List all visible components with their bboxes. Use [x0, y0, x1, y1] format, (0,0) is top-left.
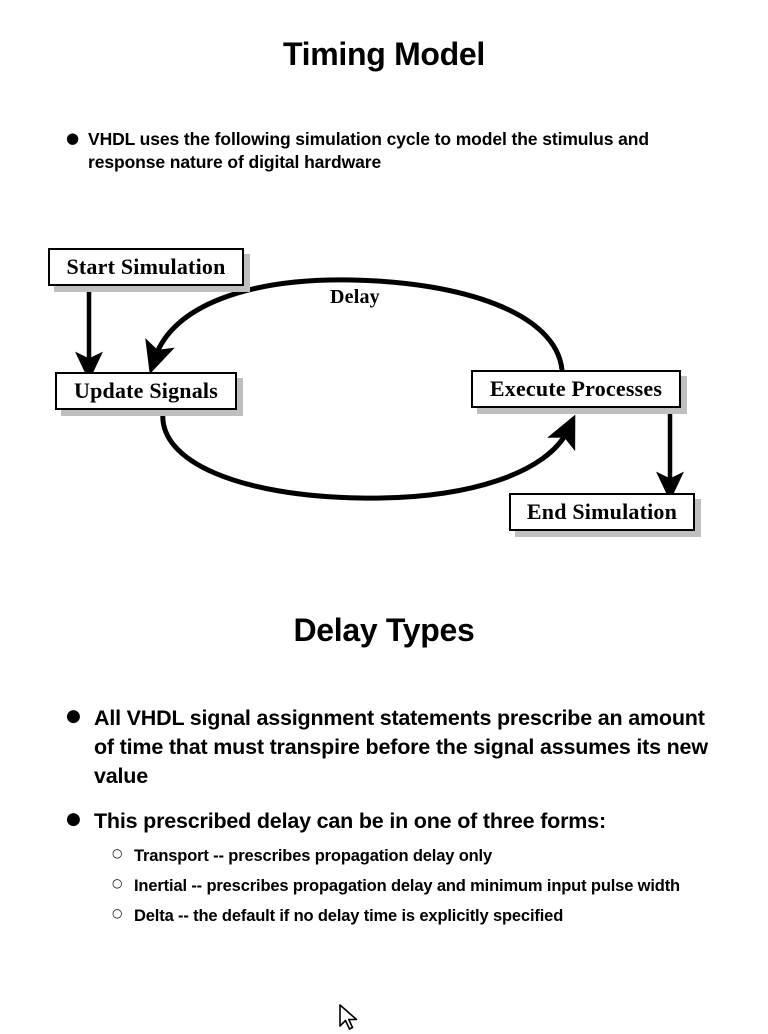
bullet-text: All VHDL signal assignment statements pr…	[94, 706, 708, 788]
diagram-node-start-simulation: Start Simulation	[48, 248, 244, 286]
page-title-timing-model: Timing Model	[282, 36, 486, 72]
arc-update-to-execute	[160, 409, 576, 501]
diagram-edge-label-delay: Delay	[330, 286, 380, 308]
filled-disc-bullet-icon: ●	[66, 809, 81, 829]
filled-disc-bullet-icon: ●	[66, 129, 80, 147]
sub-bullet-text: Transport -- prescribes propagation dela…	[134, 847, 493, 865]
diagram-node-label: Start Simulation	[66, 254, 226, 279]
sub-bullet-text: Delta -- the default if no delay time is…	[134, 907, 564, 925]
hollow-circle-bullet-icon: ○	[112, 906, 123, 920]
list-item: ● This prescribed delay can be in one of…	[62, 807, 722, 927]
diagram-node-label: Execute Processes	[489, 376, 663, 401]
page-title-delay-types: Delay Types	[293, 612, 475, 648]
diagram-node-end-simulation: End Simulation	[509, 493, 695, 531]
filled-disc-bullet-icon: ●	[66, 706, 81, 726]
list-item: ○ Delta -- the default if no delay time …	[94, 906, 722, 927]
bullet-list-delay-types: ● All VHDL signal assignment statements …	[62, 704, 722, 943]
diagram-node-update-signals: Update Signals	[55, 372, 237, 410]
sub-bullet-list: ○ Transport -- prescribes propagation de…	[94, 846, 722, 927]
diagram-node-label: Update Signals	[73, 378, 218, 403]
bullet-list-intro: ● VHDL uses the following simulation cyc…	[62, 128, 712, 174]
simulation-cycle-diagram: Start Simulation Update Signals Execute …	[0, 230, 768, 560]
diagram-connectors	[75, 277, 684, 502]
list-item: ● All VHDL signal assignment statements …	[62, 704, 722, 791]
arrow-pointer-cursor-icon	[339, 1004, 358, 1030]
arc-delay-execute-to-update	[145, 277, 565, 375]
bullet-text: VHDL uses the following simulation cycle…	[88, 129, 649, 172]
diagram-node-execute-processes: Execute Processes	[471, 370, 681, 408]
hollow-circle-bullet-icon: ○	[112, 846, 123, 860]
list-item: ○ Transport -- prescribes propagation de…	[94, 846, 722, 867]
hollow-circle-bullet-icon: ○	[112, 876, 123, 890]
list-item: ● VHDL uses the following simulation cyc…	[62, 128, 712, 174]
bullet-text: This prescribed delay can be in one of t…	[94, 809, 606, 833]
list-item: ○ Inertial -- prescribes propagation del…	[94, 876, 722, 897]
sub-bullet-text: Inertial -- prescribes propagation delay…	[134, 877, 680, 895]
diagram-node-label: End Simulation	[526, 499, 678, 524]
